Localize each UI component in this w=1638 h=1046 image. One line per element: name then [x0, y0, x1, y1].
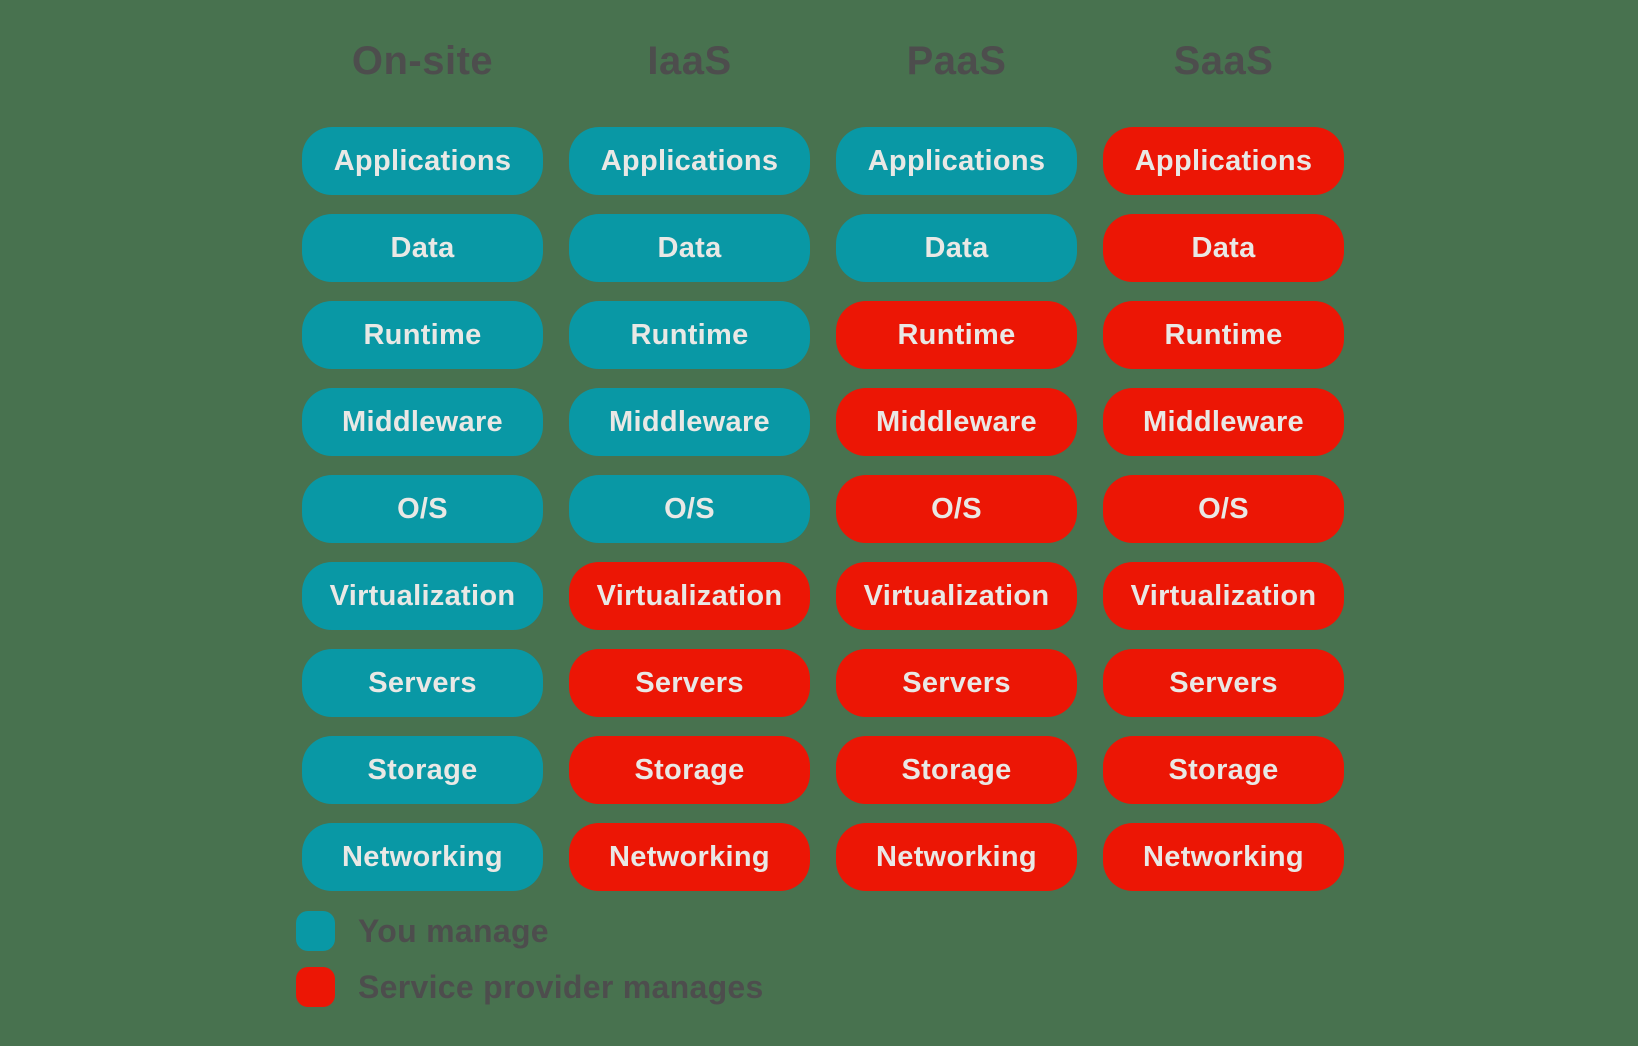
layer-pill-saas-runtime: Runtime: [1103, 301, 1344, 369]
layer-pill-saas-applications: Applications: [1103, 127, 1344, 195]
layer-pill-on-site-virtualization: Virtualization: [302, 562, 543, 630]
legend-swatch-you-manage: [296, 911, 335, 951]
layer-pill-saas-middleware: Middleware: [1103, 388, 1344, 456]
layer-pill-iaas-applications: Applications: [569, 127, 810, 195]
legend-item-service-provider-manages: Service provider manages: [296, 967, 764, 1007]
legend-label-service-provider-manages: Service provider manages: [358, 968, 764, 1005]
layer-pill-paas-networking: Networking: [836, 823, 1077, 891]
layer-pill-paas-o-s: O/S: [836, 475, 1077, 543]
layer-pill-on-site-servers: Servers: [302, 649, 543, 717]
layer-pill-iaas-data: Data: [569, 214, 810, 282]
layer-pill-saas-storage: Storage: [1103, 736, 1344, 804]
layer-pill-iaas-servers: Servers: [569, 649, 810, 717]
layer-pill-iaas-runtime: Runtime: [569, 301, 810, 369]
layer-pill-on-site-applications: Applications: [302, 127, 543, 195]
legend-swatch-service-provider-manages: [296, 967, 335, 1007]
layer-pill-paas-servers: Servers: [836, 649, 1077, 717]
layer-pill-paas-data: Data: [836, 214, 1077, 282]
legend-label-you-manage: You manage: [358, 912, 549, 949]
layer-pill-saas-o-s: O/S: [1103, 475, 1344, 543]
layer-pill-on-site-networking: Networking: [302, 823, 543, 891]
layer-pill-paas-virtualization: Virtualization: [836, 562, 1077, 630]
layer-pill-saas-servers: Servers: [1103, 649, 1344, 717]
column-header-on-site: On-site: [351, 38, 494, 83]
legend-item-you-manage: You manage: [296, 911, 764, 951]
layer-pill-iaas-networking: Networking: [569, 823, 810, 891]
layer-pill-on-site-storage: Storage: [302, 736, 543, 804]
layer-pill-iaas-storage: Storage: [569, 736, 810, 804]
layer-pill-paas-storage: Storage: [836, 736, 1077, 804]
layer-pill-iaas-middleware: Middleware: [569, 388, 810, 456]
column-header-iaas: IaaS: [647, 38, 732, 83]
layer-pill-paas-runtime: Runtime: [836, 301, 1077, 369]
layer-pill-on-site-middleware: Middleware: [302, 388, 543, 456]
layer-pill-iaas-virtualization: Virtualization: [569, 562, 810, 630]
layer-pill-on-site-data: Data: [302, 214, 543, 282]
layer-pill-on-site-o-s: O/S: [302, 475, 543, 543]
layer-pill-saas-data: Data: [1103, 214, 1344, 282]
layer-pill-saas-virtualization: Virtualization: [1103, 562, 1344, 630]
layer-pill-on-site-runtime: Runtime: [302, 301, 543, 369]
layer-pill-paas-applications: Applications: [836, 127, 1077, 195]
column-header-paas: PaaS: [906, 38, 1007, 83]
layer-pill-paas-middleware: Middleware: [836, 388, 1077, 456]
layer-pill-saas-networking: Networking: [1103, 823, 1344, 891]
column-header-saas: SaaS: [1173, 38, 1274, 83]
layer-pill-iaas-o-s: O/S: [569, 475, 810, 543]
